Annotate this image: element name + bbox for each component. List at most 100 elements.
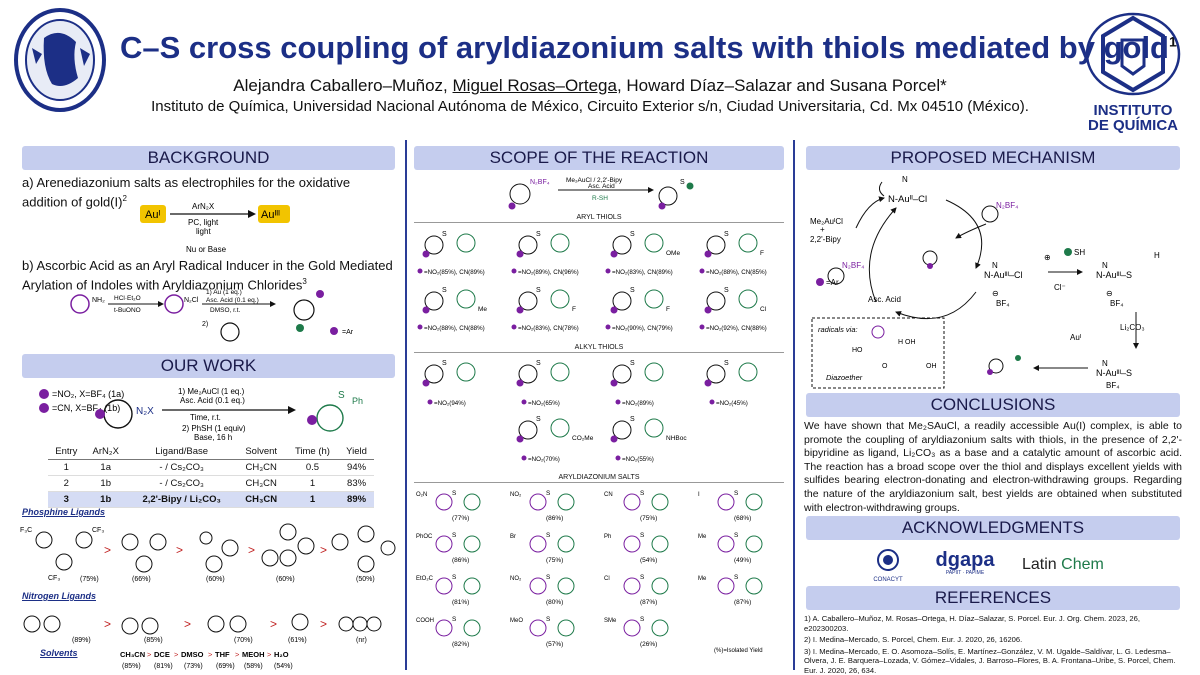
svg-text:(54%): (54%): [274, 663, 293, 670]
sulfur-label: S: [452, 616, 457, 623]
svg-text:>: >: [320, 617, 327, 631]
yield-dot: [417, 324, 423, 330]
yield-label: =NO₂(85%), CN(89%): [424, 269, 485, 276]
yield-label: (81%): [452, 599, 469, 606]
svg-text:Asc. Acid (0.1 eq.): Asc. Acid (0.1 eq.): [206, 297, 259, 304]
thiol-ring: [456, 362, 476, 382]
svg-text:>: >: [147, 650, 152, 659]
substituent-label: Ph: [604, 534, 611, 540]
aryl-ring: [529, 493, 547, 511]
svg-text:2) PhSH (1 equiv): 2) PhSH (1 equiv): [182, 424, 246, 433]
yield-label: (68%): [734, 515, 751, 522]
aryl-substituent-dot: [704, 379, 712, 387]
aryl-thiols-grid: S=NO₂(85%), CN(89%)S=NO₂(89%), CN(96%)SO…: [417, 231, 767, 332]
yield-label: =NO₂(94%): [434, 400, 466, 407]
substituent-label: NO₂: [510, 576, 522, 582]
svg-text:N-Auᴵᴵᴵ–S: N-Auᴵᴵᴵ–S: [1096, 270, 1132, 280]
thiol-ring: [463, 535, 481, 553]
substituent-label: F: [666, 306, 670, 313]
background-b-text: b) Ascorbic Acid as an Aryl Radical Indu…: [22, 258, 393, 293]
presenter-name: Miguel Rosas–Ortega: [452, 76, 617, 95]
aryl-ring: [706, 291, 726, 311]
sulfur-label: S: [452, 574, 457, 581]
sulfur-label: S: [442, 287, 447, 294]
aryldiazonium-salts-label: ARYLDIAZONIUM SALTS: [414, 473, 784, 483]
yield-dot: [699, 268, 705, 274]
svg-text:=CN, X=BF₄ (1b): =CN, X=BF₄ (1b): [52, 403, 120, 413]
svg-text:(nr): (nr): [356, 637, 367, 644]
svg-text:N-Auᴵᴵᴵ–S: N-Auᴵᴵᴵ–S: [1096, 368, 1132, 378]
sulfur-label: S: [640, 532, 645, 539]
alkyl-thiols-grid: S=NO₂(94%)S=NO₂(65%)S=NO₂(89%)S=NO₂(45%)…: [422, 360, 758, 463]
sulfur-label: S: [452, 532, 457, 539]
nitrogen-ligands-row: > > > > (89%) (85%) (70%) (61%) (nr): [23, 613, 382, 644]
our-work-heading: OUR WORK: [22, 354, 395, 378]
yield-label: =NO₂(83%), CN(89%): [612, 269, 673, 276]
sulfur-label: S: [630, 416, 635, 423]
yield-label: (87%): [734, 599, 751, 606]
yield-dot: [521, 455, 527, 461]
svg-text:BF₄: BF₄: [1110, 299, 1124, 308]
yield-label: =NO₂(83%), CN(78%): [518, 325, 579, 332]
svg-text:S: S: [338, 390, 345, 401]
column-divider-right: [793, 140, 795, 670]
yield-label: =NO₂(89%): [622, 400, 654, 407]
acknowledgments-heading: ACKNOWLEDGMENTS: [806, 516, 1180, 540]
sulfur-label: S: [734, 532, 739, 539]
unam-logo: [12, 8, 108, 118]
svg-text:Asc. Acid (0.1 eq.): Asc. Acid (0.1 eq.): [180, 396, 245, 405]
conditions-table: Entry ArN₂X Ligand/Base Solvent Time (h)…: [48, 444, 374, 508]
svg-text:H₂O: H₂O: [274, 650, 289, 659]
svg-text:NH₂: NH₂: [92, 297, 105, 304]
sulfur-label: S: [536, 231, 541, 238]
conacyt-logo: CONACYT: [866, 548, 910, 583]
svg-text:S: S: [680, 179, 685, 186]
svg-text:⊕: ⊕: [1044, 253, 1051, 262]
substituent-label: OMe: [666, 250, 680, 257]
yield-label: (26%): [640, 641, 657, 648]
svg-text:>: >: [176, 543, 183, 557]
sulfur-label: S: [640, 616, 645, 623]
thiol-ring: [738, 233, 758, 253]
yield-dot: [615, 399, 621, 405]
reference-item: 2) I. Medina–Mercado, S. Porcel, Chem. E…: [804, 635, 1023, 645]
svg-text:Asc. Acid: Asc. Acid: [868, 295, 901, 304]
aryl-ring: [518, 291, 538, 311]
svg-text:MEOH: MEOH: [242, 650, 265, 659]
svg-text:Me₂AuᴵCl: Me₂AuᴵCl: [810, 217, 843, 226]
aryl-ring: [518, 235, 538, 255]
yield-label: =NO₂(55%): [622, 456, 654, 463]
svg-text:(50%): (50%): [356, 576, 375, 583]
substituent-label: MeO: [510, 618, 523, 624]
svg-text:N-Auᴵᴵᴵ–Cl: N-Auᴵᴵᴵ–Cl: [984, 270, 1023, 280]
thiol-ring: [644, 362, 664, 382]
mechanism-diagram: N N-Auᴵᴵ–Cl Me₂AuᴵCl + 2,2'-Bipy N₂BF₄ N…: [810, 175, 1160, 390]
sulfur-label: S: [442, 231, 447, 238]
thiol-ring: [550, 233, 570, 253]
svg-text:Auᴵ: Auᴵ: [145, 209, 160, 221]
svg-text:Base, 16 h: Base, 16 h: [194, 433, 232, 442]
yield-dot: [615, 455, 621, 461]
affiliation: Instituto de Química, Universidad Nacion…: [151, 98, 1029, 115]
svg-text:Me₂AuCl / 2,2'-Bipy: Me₂AuCl / 2,2'-Bipy: [566, 177, 623, 184]
svg-text:(61%): (61%): [288, 637, 307, 644]
svg-text:Cl⁻: Cl⁻: [1054, 283, 1066, 292]
sulfur-label: S: [536, 360, 541, 367]
svg-text:(89%): (89%): [72, 637, 91, 644]
svg-text:+: +: [820, 225, 825, 234]
latinchem-logo: Latin Chem: [1022, 556, 1104, 573]
solvents-label: Solvents: [40, 648, 78, 658]
aryl-ring: [435, 493, 453, 511]
aryl-substituent-dot: [610, 250, 618, 258]
svg-text:>: >: [104, 617, 111, 631]
svg-text:CF₃: CF₃: [92, 527, 104, 534]
substituent-label: PhOC: [416, 534, 433, 540]
sulfur-label: S: [546, 490, 551, 497]
sulfur-label: S: [546, 532, 551, 539]
yield-label: (87%): [640, 599, 657, 606]
svg-text:PC, light: PC, light: [188, 218, 219, 227]
substituent-label: Br: [510, 534, 516, 540]
svg-text:t-BuONO: t-BuONO: [114, 307, 141, 314]
substituent-label: F: [572, 306, 576, 313]
